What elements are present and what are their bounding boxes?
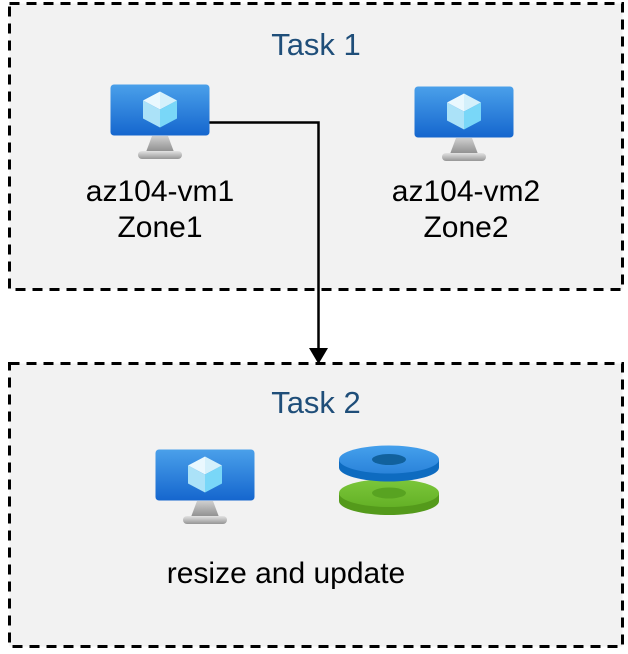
disk-green-icon [339,479,439,515]
task1-box [8,2,624,291]
vm1-zone-label: Zone1 [117,211,203,244]
monitor-stand [450,138,478,154]
vm2-zone-label: Zone2 [423,211,509,244]
connector-arrow-line [208,121,320,350]
connector-arrowhead-icon [309,348,328,364]
task1-title: Task 1 [271,27,361,62]
cube-icon [447,93,481,130]
vm1-virtual-machine-icon [110,84,210,159]
connector-arrow [208,121,328,364]
task2-virtual-machine-icon [155,449,255,524]
disk-blue-icon [339,445,439,482]
monitor-base [138,151,182,159]
monitor-stand [146,136,174,152]
task2-title: Task 2 [271,385,361,420]
monitor-base [442,153,486,161]
vm2-virtual-machine-icon [414,86,514,161]
cube-icon [188,456,222,493]
vm1-name-label: az104-vm1 [85,175,235,208]
vm2-name-label: az104-vm2 [391,175,541,208]
monitor-stand [191,501,219,517]
monitor-base [183,516,227,524]
vm2-label: az104-vm2 Zone2 [366,174,566,246]
task2-caption: resize and update [166,557,406,590]
task2-box [8,362,624,648]
vm1-label: az104-vm1 Zone1 [60,174,260,246]
disks-icon [339,445,439,515]
cube-icon [143,91,177,128]
